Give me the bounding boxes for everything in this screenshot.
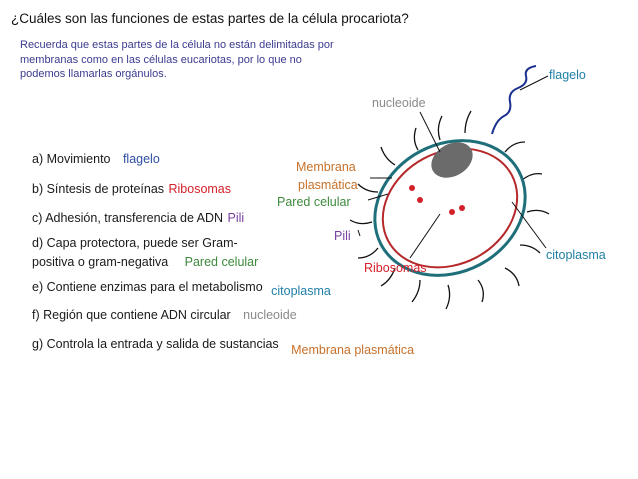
question-d: d) Capa protectora, puede ser Gram- posi… — [32, 236, 258, 271]
question-c: c) Adhesión, transferencia de ADN Pili — [32, 209, 244, 227]
question-text: a) Movimiento — [32, 152, 111, 166]
question-text: b) Síntesis de proteínas — [32, 182, 165, 196]
label-nucleoide: nucleoide — [372, 96, 426, 110]
question-b: b) Síntesis de proteínas Ribosomas — [32, 180, 231, 198]
plasma-membrane — [381, 147, 519, 269]
question-g: g) Controla la entrada y salida de susta… — [32, 335, 414, 357]
ribosomas-pointer — [409, 213, 441, 259]
question-text: g) Controla la entrada y salida de susta… — [32, 337, 279, 351]
answer-text: citoplasma — [271, 284, 331, 298]
nucleoide-pointer — [419, 111, 441, 153]
citoplasma-pointer — [511, 201, 547, 249]
question-e: e) Contiene enzimas para el metabolismo … — [32, 278, 331, 298]
label-pili: Pili — [334, 229, 351, 243]
flagellum — [491, 65, 537, 135]
label-citoplasma: citoplasma — [546, 248, 606, 262]
question-text: f) Región que contiene ADN circular — [32, 308, 231, 322]
question-f: f) Región que contiene ADN circular nucl… — [32, 306, 297, 324]
ribosomes — [409, 185, 465, 215]
page-title: ¿Cuáles son las funciones de estas parte… — [11, 11, 409, 26]
note-text: Recuerda que estas partes de la célula n… — [20, 39, 334, 80]
flagelo-pointer — [519, 75, 549, 91]
answer-text: Membrana plasmática — [291, 343, 415, 357]
label-flagelo: flagelo — [549, 68, 586, 82]
answer-text: Pared celular — [184, 255, 259, 269]
answer-text: flagelo — [122, 152, 160, 166]
question-text: c) Adhesión, transferencia de ADN — [32, 211, 224, 225]
question-text-line1: d) Capa protectora, puede ser Gram- — [32, 236, 238, 250]
label-pared-celular: Pared celular — [277, 195, 351, 209]
pared-pointer — [367, 193, 389, 201]
nucleoid — [431, 142, 473, 178]
label-membrana-2: plasmática — [298, 178, 358, 192]
pili-hairs — [349, 110, 550, 310]
answer-text: Pili — [227, 211, 245, 225]
label-membrana-1: Membrana — [296, 160, 356, 174]
answer-text: nucleoide — [243, 308, 297, 322]
question-text: e) Contiene enzimas para el metabolismo — [32, 280, 263, 294]
question-a: a) Movimiento flagelo — [32, 150, 160, 168]
label-ribosomas: Ribosomas — [364, 261, 427, 275]
pili-pointer — [357, 229, 361, 237]
answer-text: Ribosomas — [168, 182, 232, 196]
question-text-line2: positiva o gram-negativa — [32, 255, 169, 269]
